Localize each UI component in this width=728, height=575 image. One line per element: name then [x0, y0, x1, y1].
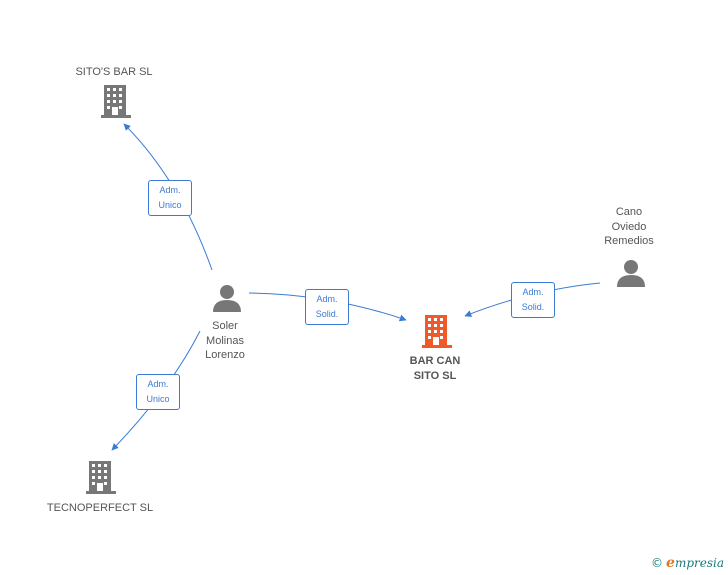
node-label-soler[interactable]: Soler Molinas Lorenzo: [205, 320, 245, 361]
person-icon: [213, 285, 241, 312]
empresia-logo: ©empresia: [651, 555, 724, 571]
node-label-bar-can-sito[interactable]: BAR CAN SITO SL: [409, 355, 461, 382]
brand-e: e: [666, 555, 675, 571]
building-icon: [86, 461, 116, 494]
person-icon: [617, 260, 645, 287]
node-label-cano[interactable]: Cano Oviedo Remedios: [604, 206, 654, 247]
edge-label-cano-bar: Adm. Solid.: [511, 282, 555, 318]
edge-label-soler-sitos: Adm. Unico: [148, 180, 192, 216]
node-label-tecnoperfect[interactable]: TECNOPERFECT SL: [46, 502, 154, 514]
node-label-sitos-bar[interactable]: SITO'S BAR SL: [75, 66, 153, 78]
building-icon: [422, 315, 452, 348]
edge-label-soler-tecno: Adm. Unico: [136, 374, 180, 410]
building-icon: [101, 85, 131, 118]
brand-text: mpresia: [674, 556, 724, 570]
edge-label-soler-bar: Adm. Solid.: [305, 289, 349, 325]
copyright-symbol: ©: [651, 556, 664, 570]
